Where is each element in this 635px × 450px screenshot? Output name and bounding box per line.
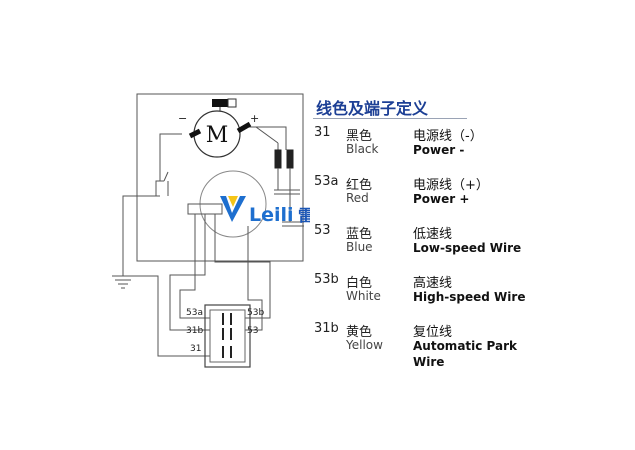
wire-color-cn: 黑色	[346, 129, 373, 144]
motor-symbol: M	[206, 123, 229, 148]
pin-label-31: 31	[190, 344, 201, 354]
wire-color-en: White	[346, 289, 381, 303]
wiring-diagram: M − + 53a 53b 31b 53 31 Leili 雷力	[112, 93, 310, 368]
terminal-code: 31b	[314, 321, 339, 336]
leili-logo: Leili 雷力	[220, 196, 310, 226]
wire-to-ground	[122, 195, 160, 276]
wire-function-cn: 电源线（-）	[413, 129, 483, 144]
wire-53	[245, 226, 263, 331]
wire-color-en: Yellow	[346, 338, 383, 352]
motor-plus-label: +	[250, 112, 259, 125]
wire-function-cn: 高速线	[413, 276, 453, 291]
connector-outer	[204, 304, 251, 368]
wire-color-en: Blue	[346, 240, 373, 254]
wire-color-en: Red	[346, 191, 369, 205]
wire-53a	[179, 240, 210, 319]
terminal-code: 53b	[314, 272, 339, 287]
wire-color-cn: 蓝色	[346, 227, 373, 242]
connector-inner	[209, 309, 246, 363]
wire-31	[123, 275, 210, 357]
pin-label-53b: 53b	[247, 308, 264, 318]
wire-function-en: Power +	[413, 192, 470, 206]
wire-function-cn: 低速线	[413, 227, 453, 242]
wire-function-en: Low-speed Wire	[413, 241, 522, 255]
terminal-code: 31	[314, 125, 331, 140]
gear-terminal-block	[187, 203, 223, 215]
pin-label-53: 53	[247, 326, 258, 336]
brush-block	[212, 99, 228, 107]
brush-right	[236, 121, 252, 134]
wire-color-cn: 白色	[346, 276, 373, 291]
wire-function-cn: 复位线	[413, 325, 453, 340]
motor-housing-outline	[136, 93, 304, 262]
wire-function-cn: 电源线（+）	[413, 178, 489, 193]
pin-label-31b: 31b	[186, 326, 203, 336]
wire-color-cn: 红色	[346, 178, 373, 193]
fuse-left	[274, 149, 282, 169]
wire-31b	[169, 240, 210, 331]
motor-minus-label: −	[178, 112, 187, 125]
terminal-code: 53a	[314, 174, 339, 189]
legend-title: 线色及端子定义	[316, 99, 429, 118]
logo-cn-text: 雷力	[298, 206, 310, 225]
v-shape-logo-icon	[220, 196, 246, 222]
logo-text: Leili	[249, 204, 294, 226]
terminal-code: 53	[314, 223, 331, 238]
wire-function-en: Automatic Park Wire	[413, 339, 518, 369]
pin-label-53a: 53a	[186, 308, 203, 318]
capacitor-lower	[282, 221, 304, 227]
wire-color-en: Black	[346, 142, 379, 156]
fuse-right	[286, 149, 294, 169]
legend-divider	[313, 118, 467, 119]
wire-motor-minus	[159, 133, 182, 181]
wire-function-en: High-speed Wire	[413, 290, 526, 304]
park-switch	[150, 180, 164, 197]
wire-color-cn: 黄色	[346, 325, 373, 340]
capacitor-upper	[274, 189, 300, 195]
ground-symbol	[112, 275, 134, 289]
wire-motor-plus	[248, 126, 287, 150]
wire-function-en: Power -	[413, 143, 465, 157]
brush-left	[188, 128, 202, 139]
